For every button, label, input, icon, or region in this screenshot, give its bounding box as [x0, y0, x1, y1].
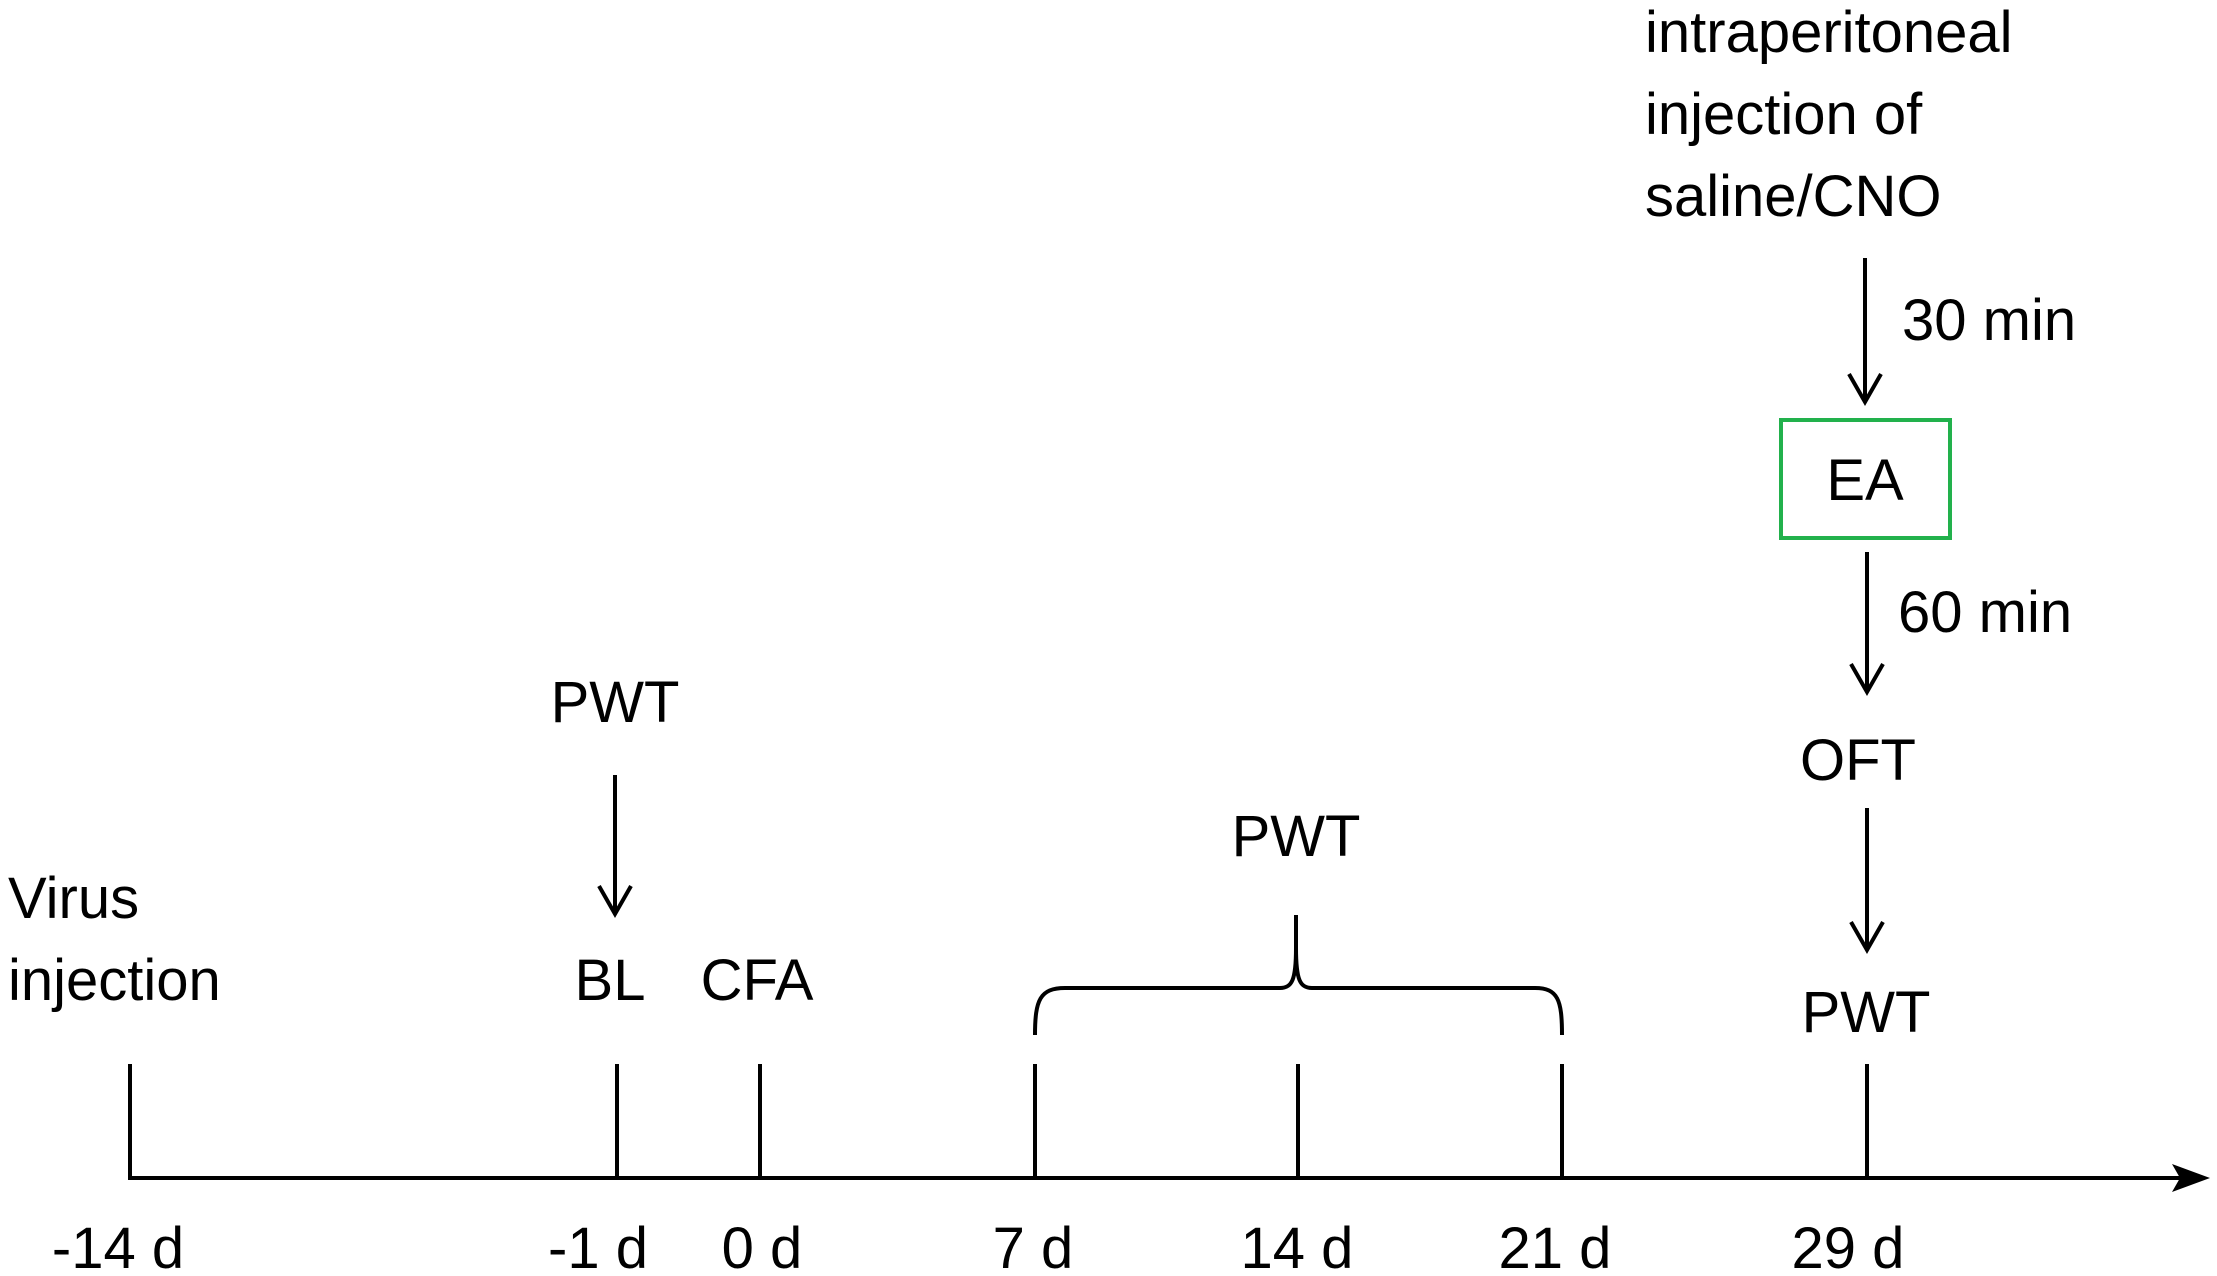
- pwt-baseline-arrowhead: [597, 885, 633, 919]
- cfa-label: CFA: [701, 948, 814, 1013]
- ip-label-line2: injection of: [1645, 82, 1923, 147]
- delay-30-label: 30 min: [1902, 288, 2076, 353]
- bl-label: BL: [575, 948, 646, 1013]
- ip-label-line1: intraperitoneal: [1645, 0, 2013, 65]
- ip-label-line3: saline/CNO: [1645, 164, 1942, 229]
- virus-label-line1: Virus: [8, 866, 139, 931]
- tick-label-day29: 29 d: [1792, 1216, 1905, 1276]
- tick-label-minus1: -1 d: [548, 1216, 648, 1276]
- oft-to-pwt-arrowhead: [1849, 921, 1885, 955]
- ea-to-oft-arrowhead: [1849, 663, 1885, 697]
- tick-label-day7: 7 d: [993, 1216, 1074, 1276]
- oft-label: OFT: [1800, 728, 1916, 793]
- ea-box: [1779, 418, 1952, 540]
- tick-label-minus14: -14 d: [52, 1216, 184, 1276]
- tick-label-day14: 14 d: [1241, 1216, 1354, 1276]
- pwt-range-brace: [1033, 915, 1564, 1036]
- pwt-final-label: PWT: [1802, 980, 1931, 1045]
- time-axis-arrowhead: [2172, 1164, 2210, 1192]
- pwt-baseline-label: PWT: [551, 670, 680, 735]
- virus-label-line2: injection: [8, 948, 221, 1013]
- tick-label-day21: 21 d: [1499, 1216, 1612, 1276]
- tick-label-day0: 0 d: [722, 1216, 803, 1276]
- ip-to-ea-arrowhead: [1847, 373, 1883, 407]
- delay-60-label: 60 min: [1898, 580, 2072, 645]
- ea-label: EA: [1826, 448, 1904, 513]
- pwt-range-label: PWT: [1232, 804, 1361, 869]
